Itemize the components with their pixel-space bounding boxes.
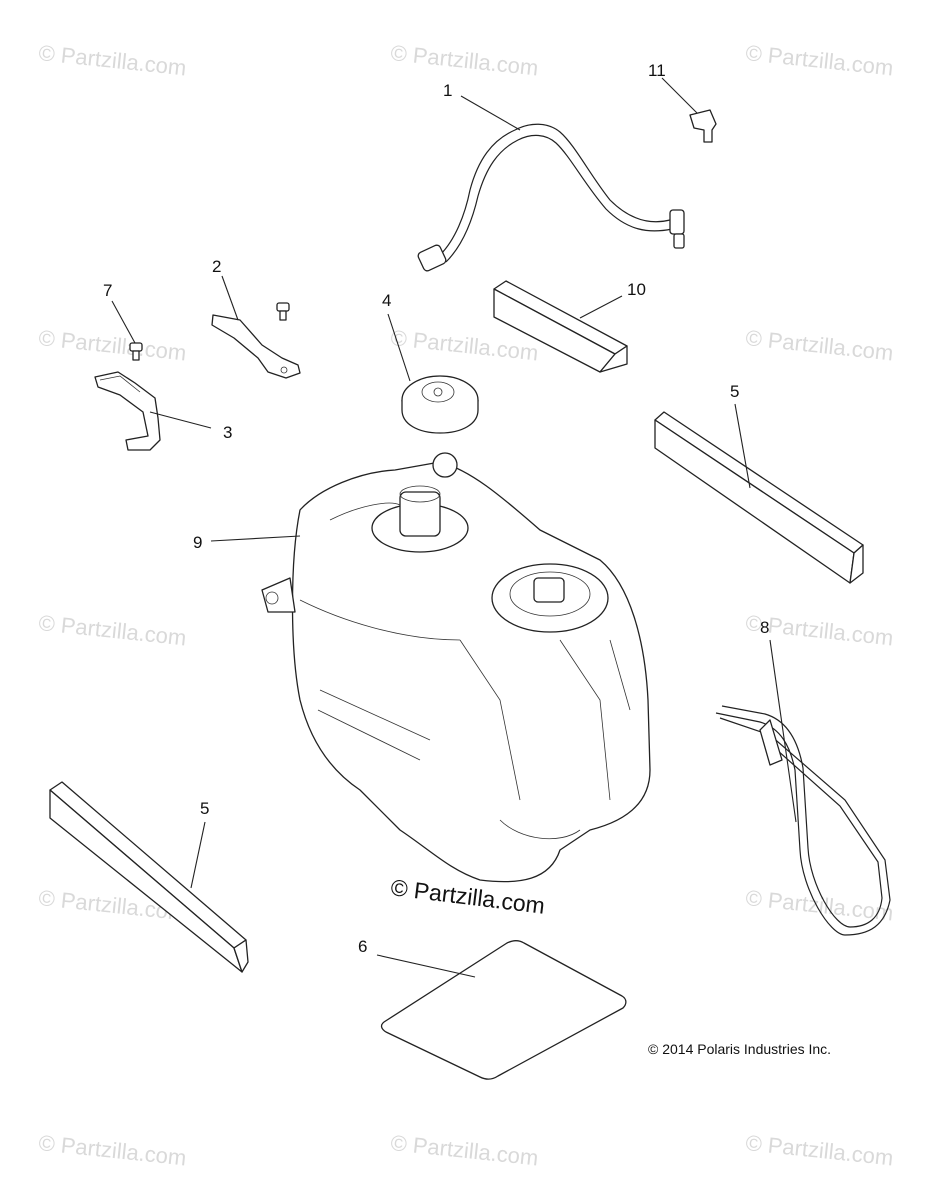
watermark: © Partzilla.com: [744, 40, 894, 80]
callout-4: 4: [382, 291, 391, 310]
part-2-bracket: [211, 314, 301, 379]
watermark: © Partzilla.com: [389, 40, 539, 80]
callout-8: 8: [760, 618, 769, 637]
callout-5-right: 5: [730, 382, 739, 401]
part-5-foam-strip-left: [49, 781, 249, 973]
part-6-pad: [380, 940, 627, 1080]
callout-9: 9: [193, 533, 202, 552]
callout-11: 11: [648, 61, 666, 80]
callout-1: 1: [443, 81, 452, 100]
callout-3: 3: [223, 423, 232, 442]
watermark: © Partzilla.com: [744, 1130, 894, 1170]
part-9-fuel-tank: [261, 452, 651, 883]
part-1-fuel-line: [417, 123, 685, 272]
leader-lines: [111, 77, 797, 978]
watermark: © Partzilla.com: [744, 325, 894, 365]
watermark: © Partzilla.com: [37, 610, 187, 650]
callout-6: 6: [358, 937, 367, 956]
callout-2: 2: [212, 257, 221, 276]
watermark: © Partzilla.com: [389, 325, 539, 365]
callout-10: 10: [627, 280, 646, 299]
part-10-foam-block: [493, 280, 628, 373]
part-4-fuel-cap: [401, 375, 479, 434]
copyright-text: © 2014 Polaris Industries Inc.: [648, 1041, 831, 1057]
part-11-fitting: [689, 109, 717, 143]
watermark: © Partzilla.com: [37, 325, 187, 365]
callout-7: 7: [103, 281, 112, 300]
watermark: © Partzilla.com: [37, 40, 187, 80]
part-7-screw: [129, 302, 290, 361]
watermark: © Partzilla.com: [37, 1130, 187, 1170]
center-brand: © Partzilla.com: [389, 874, 546, 919]
callout-5-left: 5: [200, 799, 209, 818]
watermark: © Partzilla.com: [389, 1130, 539, 1170]
part-3-bracket: [94, 371, 161, 451]
part-5-foam-strip-right: [654, 411, 864, 584]
callout-labels: 1 11 2 7 3 4 10 5 9 8 5 6: [103, 61, 769, 956]
